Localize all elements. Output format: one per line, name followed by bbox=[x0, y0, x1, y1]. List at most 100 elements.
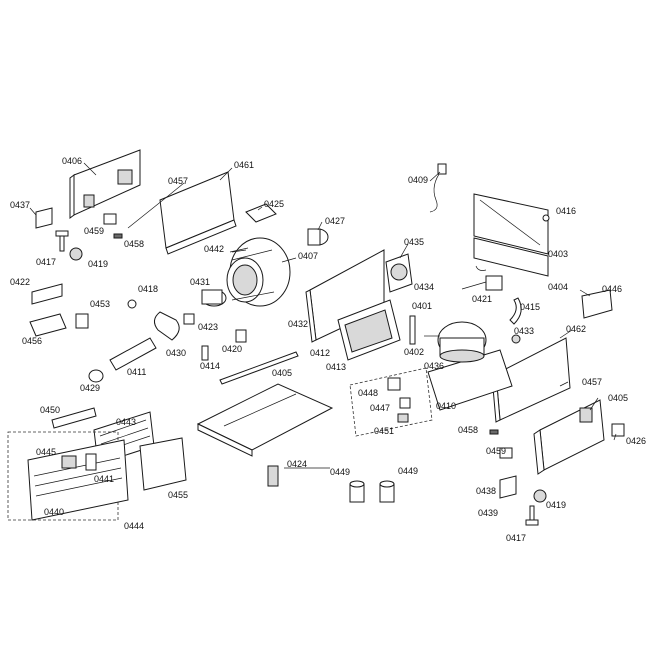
callout-0458-right: 0458 bbox=[458, 425, 478, 435]
callout-0417-top: 0417 bbox=[36, 257, 56, 267]
callout-0419-right: 0419 bbox=[546, 500, 566, 510]
part-0423-connector bbox=[183, 313, 195, 325]
callout-0409: 0409 bbox=[408, 175, 428, 185]
part-0416-screw bbox=[542, 214, 550, 222]
part-0406-bracket bbox=[69, 149, 141, 219]
part-0415-tube bbox=[509, 297, 522, 325]
callout-0407: 0407 bbox=[298, 251, 318, 261]
part-0459-sensor bbox=[103, 213, 117, 225]
callout-labels: 0406 0461 0457 0425 0437 0459 0458 0417 … bbox=[10, 156, 646, 543]
callout-0455: 0455 bbox=[168, 490, 188, 500]
part-0422-bracket bbox=[31, 283, 63, 305]
part-0459-sensor-right bbox=[499, 447, 513, 459]
callout-0402: 0402 bbox=[404, 347, 424, 357]
callout-0436: 0436 bbox=[424, 361, 444, 371]
callout-0457-top: 0457 bbox=[168, 176, 188, 186]
part-0456-bracket bbox=[29, 313, 67, 337]
callout-0434: 0434 bbox=[414, 282, 434, 292]
part-0438-bracket bbox=[499, 475, 517, 499]
callout-0412: 0412 bbox=[310, 348, 330, 358]
part-0436-compressor bbox=[437, 321, 487, 363]
callout-0443: 0443 bbox=[116, 417, 136, 427]
part-0437-clip bbox=[35, 207, 53, 229]
callout-0451: 0451 bbox=[374, 426, 394, 436]
callout-0403: 0403 bbox=[548, 249, 568, 259]
relay-kit-group bbox=[349, 367, 433, 437]
part-0433-grommet bbox=[511, 334, 521, 344]
part-0411-heater bbox=[109, 337, 157, 371]
callout-0425: 0425 bbox=[264, 199, 284, 209]
part-0417-screw bbox=[55, 230, 69, 252]
part-0457-rod bbox=[127, 195, 169, 229]
callout-0456: 0456 bbox=[22, 336, 42, 346]
callout-0405-upper: 0405 bbox=[272, 368, 292, 378]
part-0429-nozzle bbox=[88, 369, 104, 383]
part-0450-channel bbox=[51, 407, 97, 429]
callout-0445: 0445 bbox=[36, 447, 56, 457]
callout-0421: 0421 bbox=[472, 294, 492, 304]
callout-0410: 0410 bbox=[436, 401, 456, 411]
part-0409-power-cord bbox=[429, 163, 447, 213]
callout-0405-right: 0405 bbox=[608, 393, 628, 403]
part-0418-clip bbox=[127, 299, 137, 309]
callout-0401: 0401 bbox=[412, 301, 432, 311]
callout-0462: 0462 bbox=[566, 324, 586, 334]
callout-0411: 0411 bbox=[127, 367, 146, 377]
callout-0458-top: 0458 bbox=[124, 239, 144, 249]
part-0417-screw-right bbox=[525, 505, 539, 526]
callout-0420: 0420 bbox=[222, 344, 242, 354]
part-0449-capacitor-b bbox=[379, 480, 395, 503]
grille-assembly-group bbox=[7, 431, 129, 521]
part-0453-sensor bbox=[75, 313, 89, 329]
part-0419-knob bbox=[69, 247, 83, 261]
callout-0419-top: 0419 bbox=[88, 259, 108, 269]
part-0424-spring bbox=[267, 465, 279, 487]
callout-0449-right: 0449 bbox=[398, 466, 418, 476]
callout-0430: 0430 bbox=[166, 348, 186, 358]
callout-0435: 0435 bbox=[404, 237, 424, 247]
callout-0427: 0427 bbox=[325, 216, 345, 226]
callout-0439: 0439 bbox=[478, 508, 498, 518]
part-0405-strip bbox=[219, 351, 299, 385]
callout-0448: 0448 bbox=[358, 388, 378, 398]
callout-0447: 0447 bbox=[370, 403, 390, 413]
part-0455-drawer bbox=[139, 437, 187, 491]
callout-0424: 0424 bbox=[287, 459, 307, 469]
callout-0438: 0438 bbox=[476, 486, 496, 496]
part-0403-panel bbox=[473, 193, 549, 255]
callout-0415: 0415 bbox=[520, 302, 540, 312]
part-0435-fan-assembly bbox=[385, 253, 413, 293]
callout-0414: 0414 bbox=[200, 361, 220, 371]
part-0401-tube bbox=[409, 315, 416, 345]
callout-0444: 0444 bbox=[124, 521, 144, 531]
part-0461-panel bbox=[159, 171, 237, 255]
part-0406-control-board bbox=[533, 399, 605, 475]
callout-0423: 0423 bbox=[198, 322, 218, 332]
callout-0422: 0422 bbox=[10, 277, 30, 287]
callout-0461: 0461 bbox=[234, 160, 254, 170]
part-0434-motor bbox=[201, 289, 227, 307]
part-0431-fan-motor bbox=[226, 237, 291, 307]
part-0449-capacitor-a bbox=[349, 480, 365, 503]
callout-0404: 0404 bbox=[548, 282, 568, 292]
callout-0416: 0416 bbox=[556, 206, 576, 216]
part-0427-capacitor bbox=[307, 228, 329, 246]
callout-0437: 0437 bbox=[10, 200, 30, 210]
part-0458-clip bbox=[113, 233, 123, 239]
part-0420-connector bbox=[235, 329, 247, 343]
callout-0441: 0441 bbox=[94, 474, 114, 484]
callout-0426: 0426 bbox=[626, 436, 646, 446]
callout-0459-right: 0459 bbox=[486, 446, 506, 456]
part-0414-fuse bbox=[201, 345, 209, 361]
callout-0440: 0440 bbox=[44, 507, 64, 517]
callout-0406-top: 0406 bbox=[62, 156, 82, 166]
leader-lines bbox=[29, 162, 617, 469]
callout-0417-right: 0417 bbox=[506, 533, 526, 543]
callout-0431: 0431 bbox=[190, 277, 210, 287]
part-0446-bracket bbox=[581, 289, 613, 319]
part-0413-frame bbox=[337, 299, 401, 361]
callout-0432: 0432 bbox=[288, 319, 308, 329]
part-0404-panel bbox=[473, 237, 549, 277]
callout-0433: 0433 bbox=[514, 326, 534, 336]
